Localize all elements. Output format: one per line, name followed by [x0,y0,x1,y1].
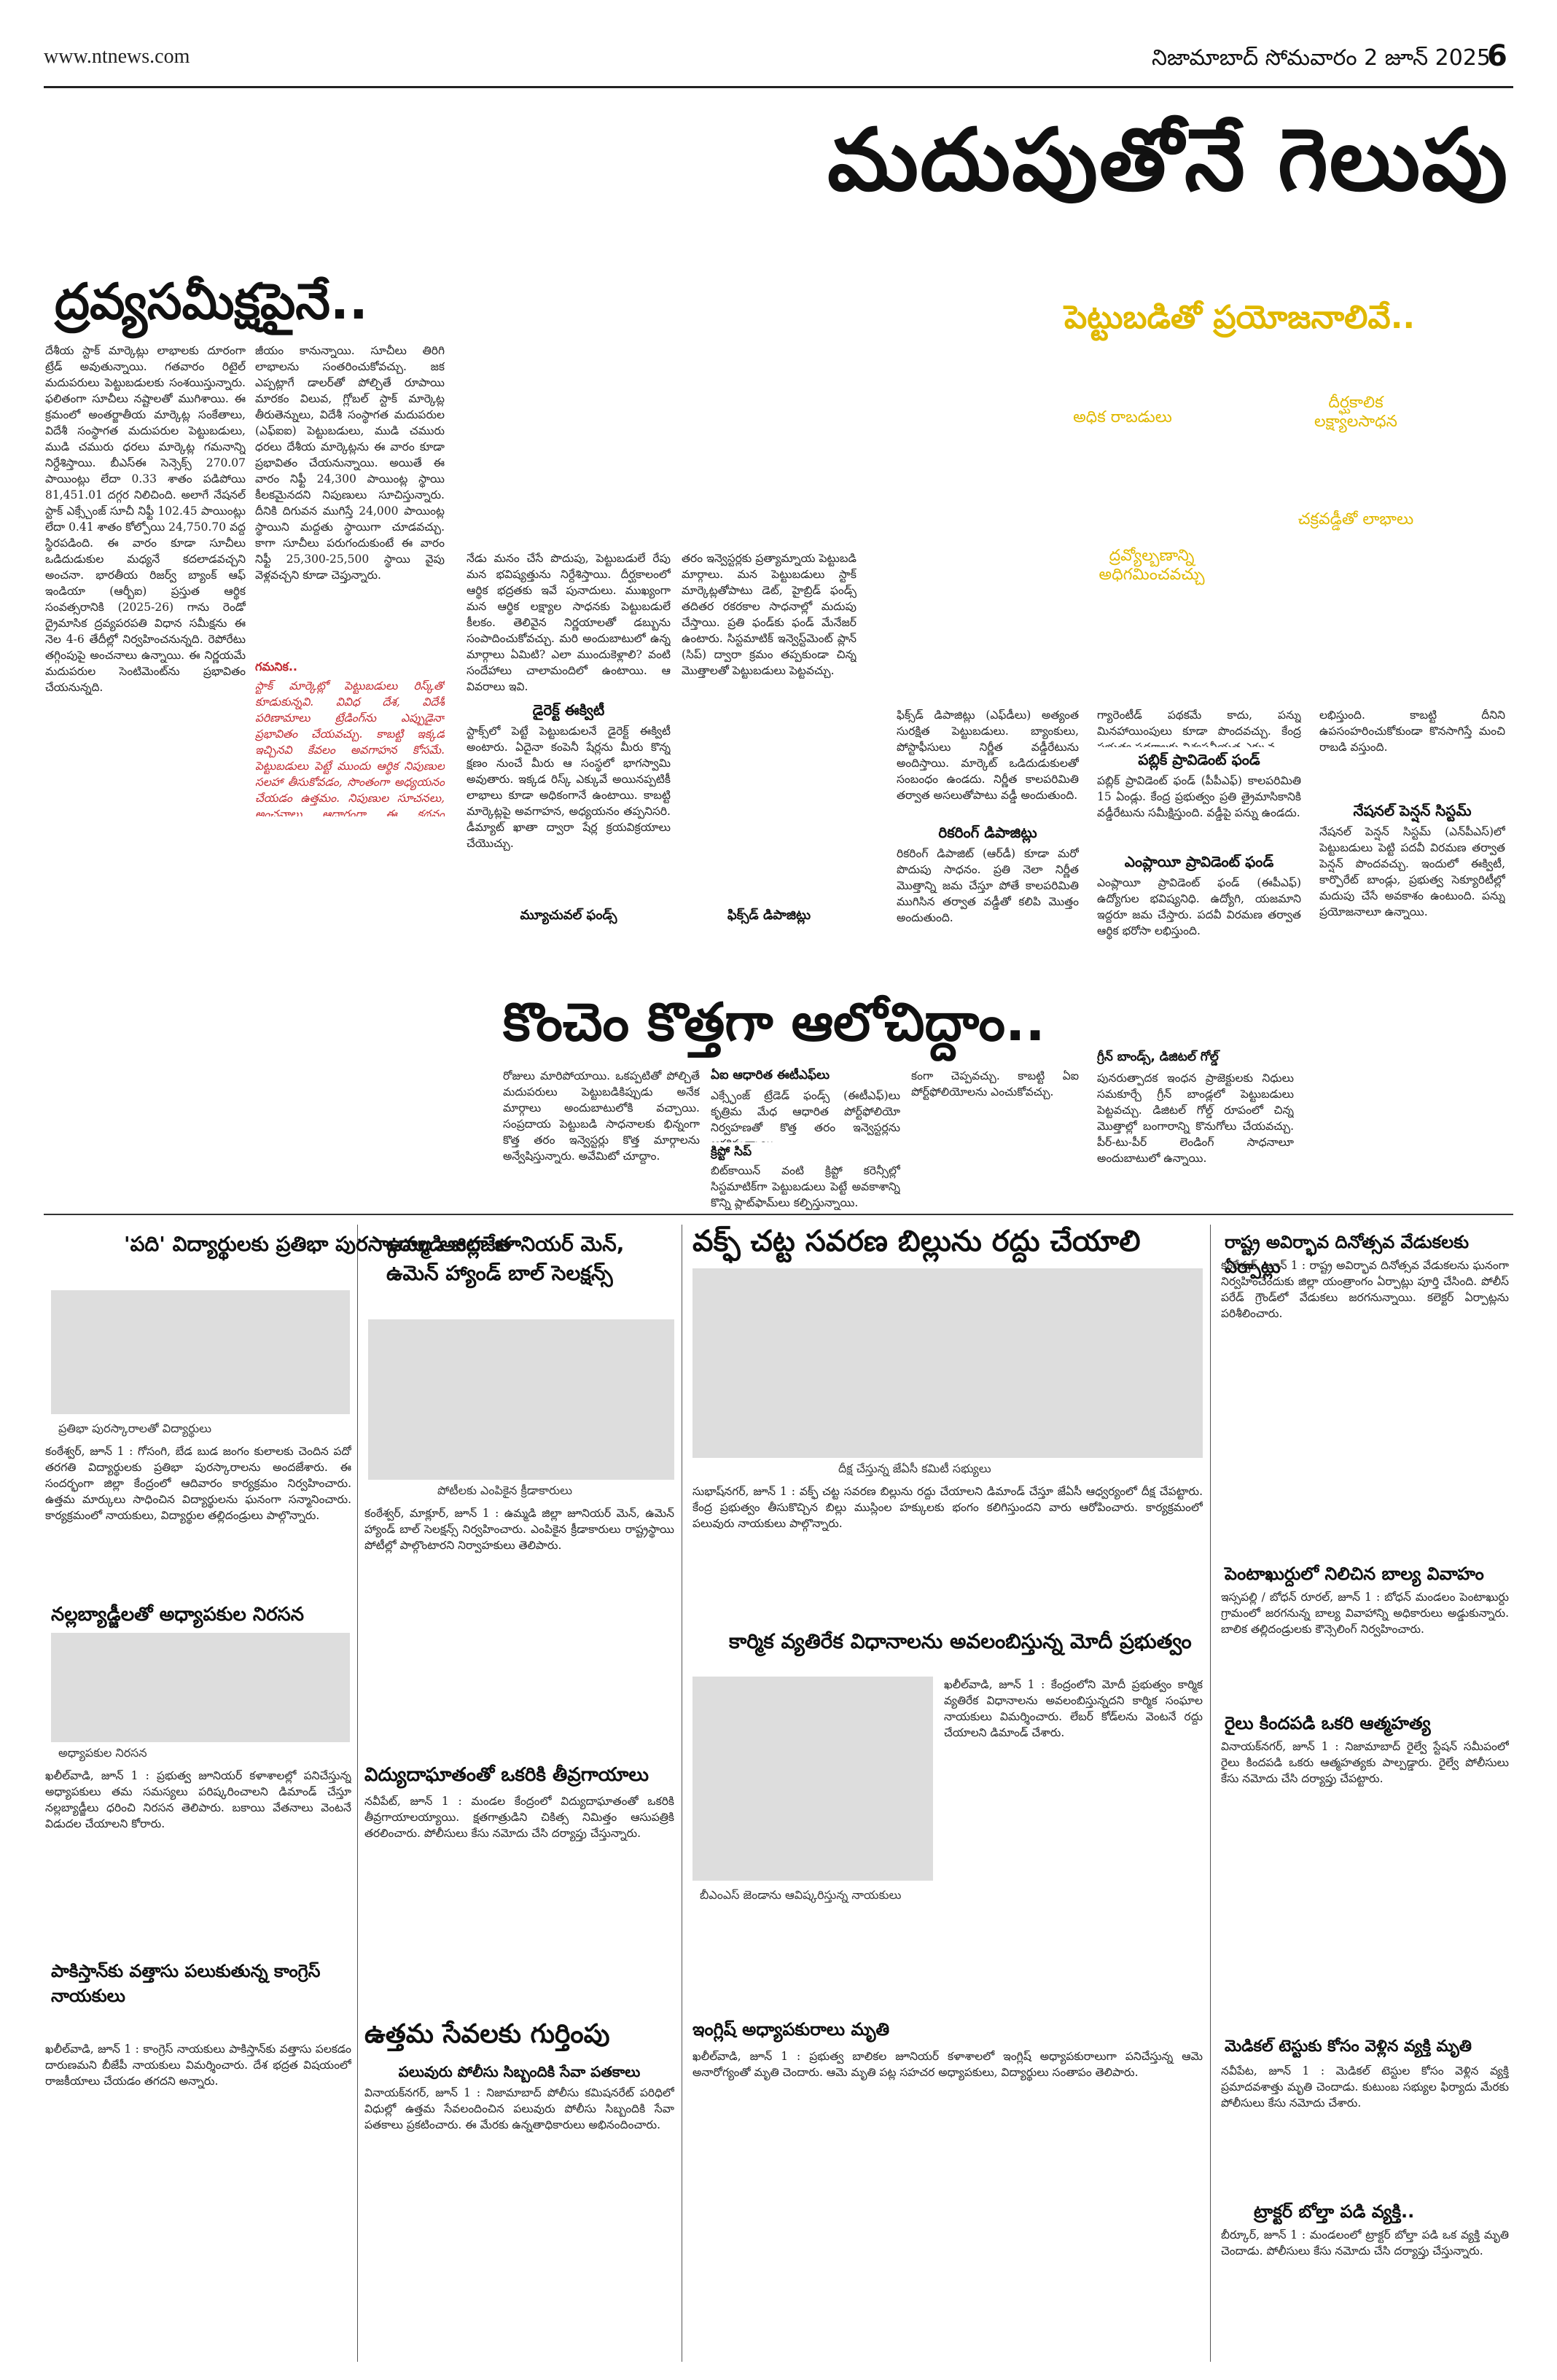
ppf-text: పబ్లిక్ ప్రావిడెంట్ ఫండ్ (పీపీఎఫ్) కాలపర… [1097,774,1301,819]
news-body-8: ఖలీల్‌వాడి, జూన్ 1 : కేంద్రంలోని మోదీ ప్… [944,1678,1203,1739]
news-body-9: ఖలీల్‌వాడి, జూన్ 1 : ప్రభుత్వ బాలికల జూన… [692,2050,1203,2079]
disclaimer-note: స్టాక్ మార్కెట్లో పెట్టుబడులు రిస్క్‌తో … [255,679,445,816]
feature-column-1: దేశీయ స్టాక్ మార్కెట్లు లాభాలకు దూరంగా ట… [45,344,246,694]
column-divider-1 [357,1225,358,2362]
photo-caption: అధ్యాపకుల నిరసన [58,1746,147,1760]
bubble-long-term-goals: దీర్ఘకాలిక లక్ష్యాలసాధన [1314,394,1397,432]
page-number: 6 [1487,39,1507,73]
feature-column-10: కంగా చెప్పవచ్చు. కాబట్టి ఏఐ పోర్ట్‌ఫోలియ… [911,1069,1079,1099]
direct-equity-heading: డైరెక్ట్ ఈక్విటీ [532,701,605,719]
invest-tagline: పెట్టుబడితో ప్రయోజనాలివే.. [1064,299,1416,336]
nps-text: నేషనల్ పెన్షన్ సిస్టమ్ (ఎన్‌పీఎస్)లో పెట… [1319,825,1505,918]
feature-column-4: తరం ఇన్వెస్టర్లకు ప్రత్యామ్నాయ పెట్టుబడి… [682,552,856,677]
feature-column-5: ఫిక్స్‌డ్ డిపాజిట్లు (ఎఫ్‌డీలు) అత్యంత స… [897,709,1079,802]
news-subheadline-6: పలువురు పోలీసు సిబ్బందికి సేవా పతకాలు [398,2063,641,2080]
news-body-6: వినాయక్‌నగర్, జూన్ 1 : నిజామాబాద్ పోలీసు… [364,2086,674,2131]
epf-text: ఎంప్లాయీ ప్రావిడెంట్ ఫండ్ (ఈపీఎఫ్) ఉద్యో… [1097,876,1301,937]
dateline: నిజామాబాద్ సోమవారం 2 జూన్ 2025 [1152,45,1491,71]
crypto-sip-text: బిట్‌కాయిన్ వంటి క్రిప్టో కరెన్సీల్లో సి… [711,1164,900,1209]
bubble-beat-inflation: ద్రవ్యోల్బణాన్ని అధిగమించవచ్చు [1099,547,1205,585]
news-headline-8: కార్మిక వ్యతిరేక విధానాలను అవలంబిస్తున్న… [729,1629,1192,1653]
photo-caption: ప్రతిభా పురస్కారాలతో విద్యార్థులు [58,1421,211,1435]
news-body-1: కంఠేశ్వర్, జూన్ 1 : గోసంగి, బేడ బుడ జంగం… [45,1445,351,1522]
bubble-compound-interest: చక్రవడ్డీతో లాభాలు [1298,510,1414,528]
photo-protest [51,1633,350,1742]
photo-students [51,1290,350,1414]
news-headline-14: ట్రాక్టర్ బోల్తా పడి వ్యక్తి.. [1254,2201,1415,2222]
photo-players [368,1319,674,1480]
news-headline-4: ఉమ్మడి జిల్లా జూనియర్ మెన్, ఉమెన్ హ్యాండ… [386,1232,625,1285]
news-headline-2: నల్లబ్యాడ్జీలతో అధ్యాపకుల నిరసన [51,1604,305,1626]
feature-column-2: జీయం కానున్నాయి. సూచీలు తిరిగి లాభాలను స… [255,344,445,582]
photo-caption: బీఎంఎస్ జెండాను ఆవిష్కరిస్తున్న నాయకులు [700,1888,902,1902]
green-bonds-text: పునరుత్పాదక ఇంధన ప్రాజెక్టులకు నిధులు సమ… [1097,1072,1294,1165]
news-headline-1a: 'పది' విద్యార్థులకు ప్రతిభా పురస్కారాల అ… [124,1232,512,1256]
news-headline-6: ఉత్తమ సేవలకు గుర్తింపు [364,2019,610,2049]
news-headline-3: పాకిస్తాన్‌కు వత్తాసు పలుకుతున్న కాంగ్రె… [51,1961,321,2006]
news-headline-13: మెడికల్ టెస్టుకు కోసం వెళ్లిన వ్యక్తి మృ… [1225,2037,1472,2056]
news-body-2: ఖలీల్‌వాడి, జూన్ 1 : ప్రభుత్వ జూనియర్ కళ… [45,1769,351,1830]
news-body-10: కంఠేశ్వర్, జూన్ 1 : రాష్ట్ర అవిర్భావ దిన… [1221,1259,1509,1320]
news-headline-10: రాష్ట్ర అవిర్భావ దినోత్సవ వేడుకలకు ఏర్పా… [1225,1232,1470,1277]
news-body-5: నవీపేట్, జూన్ 1 : మండల కేంద్రంలో విద్యుద… [364,1795,674,1840]
ppf-heading: పబ్లిక్ ప్రావిడెంట్ ఫండ్ [1138,751,1260,768]
news-headline-12: రైలు కిందపడి ఒకరి ఆత్మహత్య [1225,1713,1431,1733]
epf-heading: ఎంప్లాయీ ప్రావిడెంట్ ఫండ్ [1124,853,1274,870]
header-rule [44,86,1513,88]
news-body-3: ఖలీల్‌వాడి, జూన్ 1 : కాంగ్రెస్ నాయకులు ప… [45,2042,351,2088]
feature-headline: మదుపుతోనే గెలుపు [827,109,1509,210]
photo-caption: పోటీలకు ఎంపికైన క్రీడాకారులు [437,1483,573,1497]
nps-heading: నేషనల్ పెన్షన్ సిస్టమ్ [1353,802,1472,819]
bubble-high-returns: అధిక రాబడులు [1073,408,1172,426]
photo-protest-jac [692,1268,1203,1458]
recurring-deposits-text: రికరింగ్ డిపాజిట్ (ఆర్‌డీ) కూడా మరో పొదు… [897,847,1079,924]
ai-etf-text: ఎక్స్ఛేంజ్ ట్రేడెడ్ ఫండ్స్ (ఈటీఎఫ్)లు కృ… [711,1089,900,1142]
direct-equity-text: స్టాక్స్‌లో పెట్టే పెట్టుబడులనే డైరెక్ట్… [467,725,671,850]
site-url[interactable]: www.ntnews.com [44,45,190,68]
crypto-sip-heading: క్రిప్టో సిప్ [711,1144,752,1159]
photo-flag [692,1677,933,1881]
recurring-deposits-heading: రికరింగ్ డిపాజిట్లు [938,824,1037,841]
news-body-12: వినాయక్‌నగర్, జూన్ 1 : నిజామాబాద్ రైల్వే… [1221,1740,1509,1785]
ai-etf-heading: ఏఐ ఆధారిత ఈటీఎఫ్‌లు [711,1068,830,1082]
fixed-deposits-heading: ఫిక్స్‌డ్ డిపాజిట్లు [727,908,811,923]
note-heading: గమనిక.. [255,660,297,674]
section-rule [44,1214,1513,1215]
mutual-funds-heading: మ్యూచువల్ ఫండ్స్ [520,908,617,923]
news-body-13: నవీపేట, జూన్ 1 : మెడికల్ టెస్టుల కోసం వె… [1221,2064,1509,2110]
news-headline-5: విద్యుదాఘాతంతో ఒకరికి తీవ్రగాయాలు [364,1764,649,1786]
feature-subheading-1: ద్రవ్యసమీక్షపైనే.. [55,273,368,331]
feature-column-6: గ్యారెంటీడ్ పథకమే కాదు, పన్ను మినహాయింపు… [1097,709,1301,747]
column-divider-3 [1210,1225,1211,2362]
news-headline-9: ఇంగ్లిష్ అధ్యాపకురాలు మృతి [692,2019,890,2040]
news-body-4: కంఠేశ్వర్, మాక్లూర్, జూన్ 1 : ఉమ్మడి జిల… [364,1507,674,1552]
feature-subheading-2: కొంచెం కొత్తగా ఆలోచిద్దాం.. [503,991,1045,1053]
news-body-11: ఇస్సపల్లి / బోధన్ రూరల్, జూన్ 1 : బోధన్ … [1221,1591,1509,1636]
feature-column-7: లభిస్తుంది. కాబట్టి దీనిని ఉపసంహరించుకోక… [1319,709,1505,754]
news-headline-7: వక్ఫ్ చట్ట సవరణ బిల్లును రద్దు చేయాలి [692,1225,1141,1258]
feature-column-8: రోజులు మారిపోయాయి. ఒకప్పటితో పోల్చితే మద… [503,1069,700,1163]
news-headline-11: పెంటాఖుర్దులో నిలిచిన బాల్య వివాహం [1225,1564,1484,1584]
green-bonds-heading: గ్రీన్ బాండ్స్, డిజిటల్ గోల్డ్ [1097,1050,1219,1064]
feature-column-3: నేడు మనం చేసే పొదుపు, పెట్టుబడులే రేపు మ… [467,552,671,693]
photo-caption: దీక్ష చేస్తున్న జేఏసీ కమిటీ సభ్యులు [838,1462,991,1475]
news-body-14: బీర్కూర్, జూన్ 1 : మండలంలో ట్రాక్టర్ బోల… [1221,2228,1509,2258]
news-body-7: సుభాష్‌నగర్, జూన్ 1 : వక్ఫ్ చట్ట సవరణ బి… [692,1485,1203,1530]
